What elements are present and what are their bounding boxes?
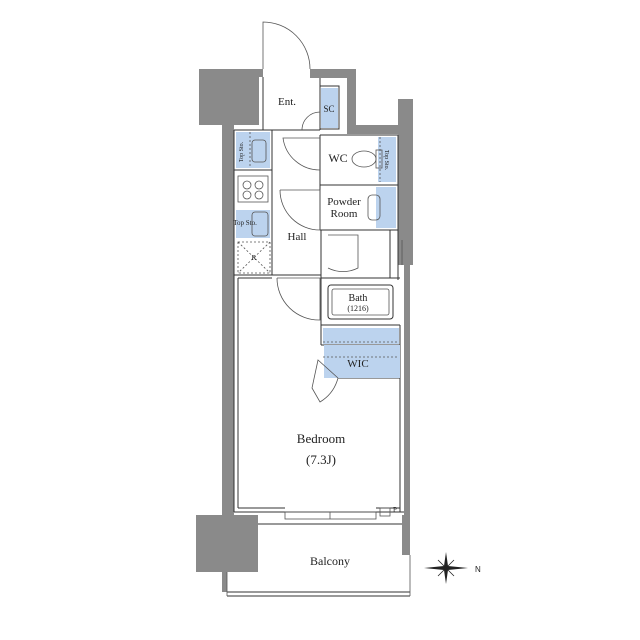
bath-door [327,234,359,272]
wc-storage-fill [378,137,396,182]
kitchen-sink-icon [251,211,269,237]
toilet-icon [351,150,377,168]
powder-storage-fill [376,187,396,228]
wic-door [311,359,339,403]
washbasin-icon [367,194,381,221]
upper-sink-icon [251,139,267,163]
balcony-label: Balcony [310,554,350,568]
hall-door-arc [282,137,321,171]
storage-fills [236,88,400,378]
shoe-cabinet-label: SC [323,104,334,114]
sc-door-arc [301,111,321,131]
refrigerator-mark: R [252,254,257,262]
labels: Ent. SC WC Powder Room Hall Bath (1216) … [233,96,397,568]
powder-room-label-line2: Room [331,208,358,220]
wic-label: WIC [347,358,368,370]
entrance-label: Ent. [278,96,296,108]
walls [196,69,413,592]
bedroom-size-label: (7.3J) [306,452,336,467]
hall-label: Hall [288,231,307,243]
powder-door [279,189,321,231]
bathtub-icon [327,284,394,320]
compass-icon: N [424,552,481,584]
top-storage-lower-label: Top Sto. [233,219,257,227]
top-storage-upper-label: Top Sto. [239,141,245,162]
shoe-cabinet-fill [321,88,338,128]
doors [262,21,359,403]
powder-room-label-line1: Powder [327,196,361,208]
top-storage-lower-fill [236,210,270,238]
stove-icon [237,175,269,203]
wic-fill [324,345,400,378]
bedroom-door [276,277,321,321]
bath-label: Bath [349,293,368,304]
top-storage-wc-label: Top Sto. [383,150,389,171]
compass-north-label: N [475,565,481,574]
refrigerator-space [237,241,271,274]
wic-shelf-top-fill [323,328,399,344]
pipe-space-mark: P [393,506,397,514]
wc-label: WC [328,151,347,165]
bedroom-label: Bedroom [297,431,345,446]
entrance-door [262,21,311,70]
bath-size-label: (1216) [347,304,369,313]
fixtures [237,139,394,517]
